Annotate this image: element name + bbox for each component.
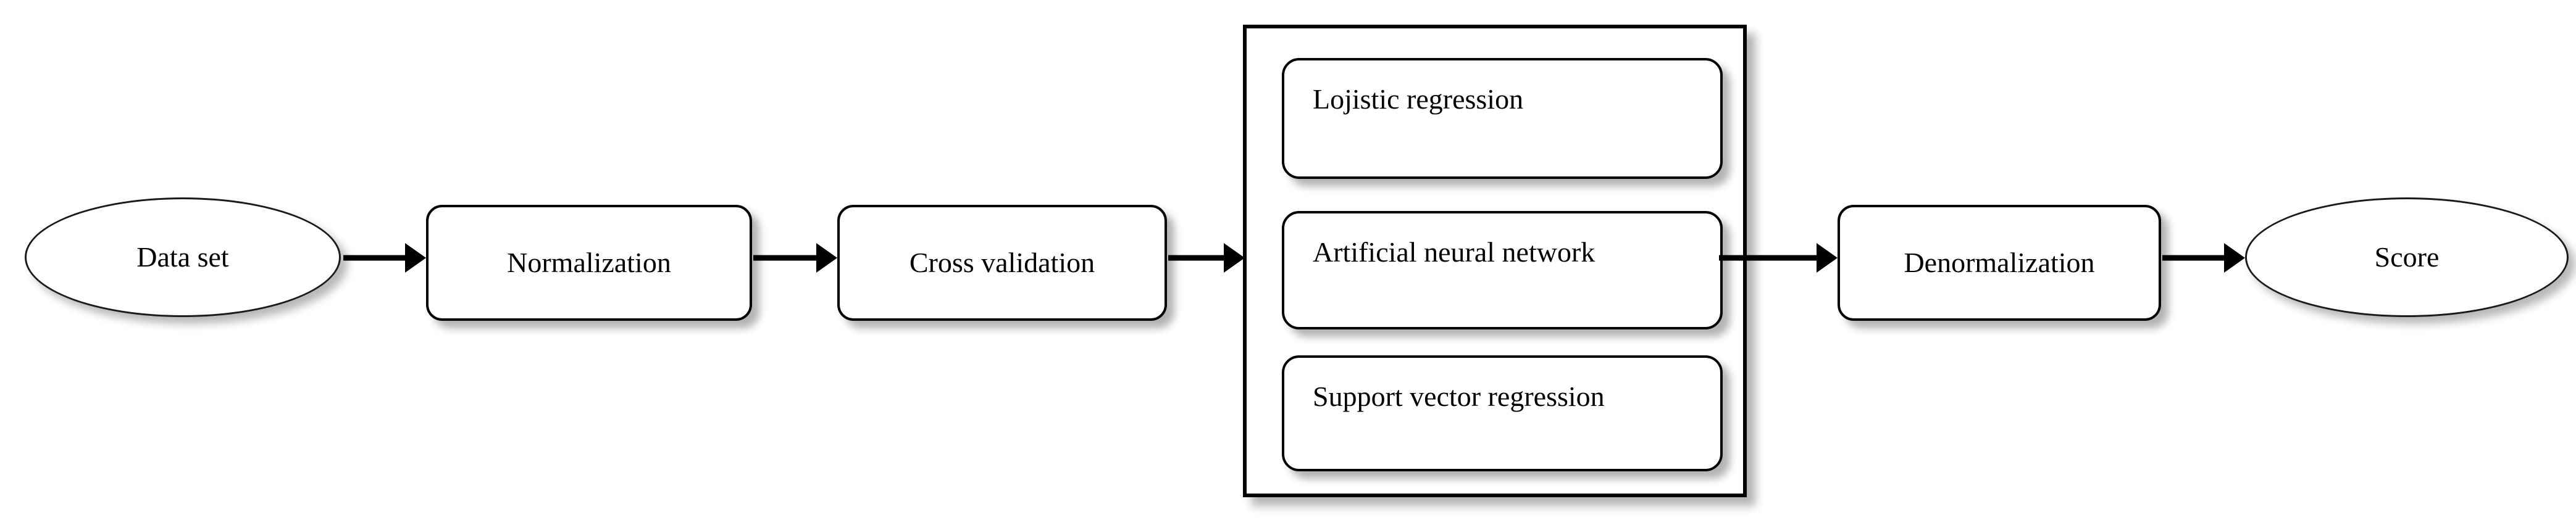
arrow-head — [2224, 243, 2245, 273]
node-artificial-neural-network[interactable]: Artificial neural network — [1282, 211, 1723, 329]
arrow-shaft — [343, 255, 405, 261]
node-normalization-label: Normalization — [507, 246, 671, 278]
arrow-shaft — [1719, 255, 1817, 261]
arrow-shaft — [2162, 255, 2224, 261]
node-artificial-neural-network-label: Artificial neural network — [1313, 236, 1595, 268]
node-data-set[interactable]: Data set — [25, 197, 341, 317]
node-denormalization-label: Denormalization — [1904, 246, 2095, 278]
node-score[interactable]: Score — [2245, 197, 2569, 317]
node-cross-validation[interactable]: Cross validation — [837, 205, 1167, 321]
node-support-vector-regression-label: Support vector regression — [1313, 381, 1605, 412]
arrow-head — [405, 243, 426, 273]
node-support-vector-regression[interactable]: Support vector regression — [1282, 355, 1723, 471]
node-cross-validation-label: Cross validation — [909, 246, 1095, 278]
node-lojistic-regression[interactable]: Lojistic regression — [1282, 58, 1723, 179]
node-data-set-label: Data set — [136, 241, 229, 273]
arrow-head — [816, 243, 837, 273]
arrow-shaft — [1168, 255, 1224, 261]
arrow-head — [1224, 243, 1245, 273]
arrow-shaft — [753, 255, 816, 261]
node-score-label: Score — [2374, 241, 2440, 273]
node-lojistic-regression-label: Lojistic regression — [1313, 83, 1524, 115]
models-group-container: Lojistic regression Artificial neural ne… — [1243, 25, 1747, 497]
node-normalization[interactable]: Normalization — [426, 205, 752, 321]
node-denormalization[interactable]: Denormalization — [1838, 205, 2161, 321]
arrow-head — [1817, 243, 1838, 273]
